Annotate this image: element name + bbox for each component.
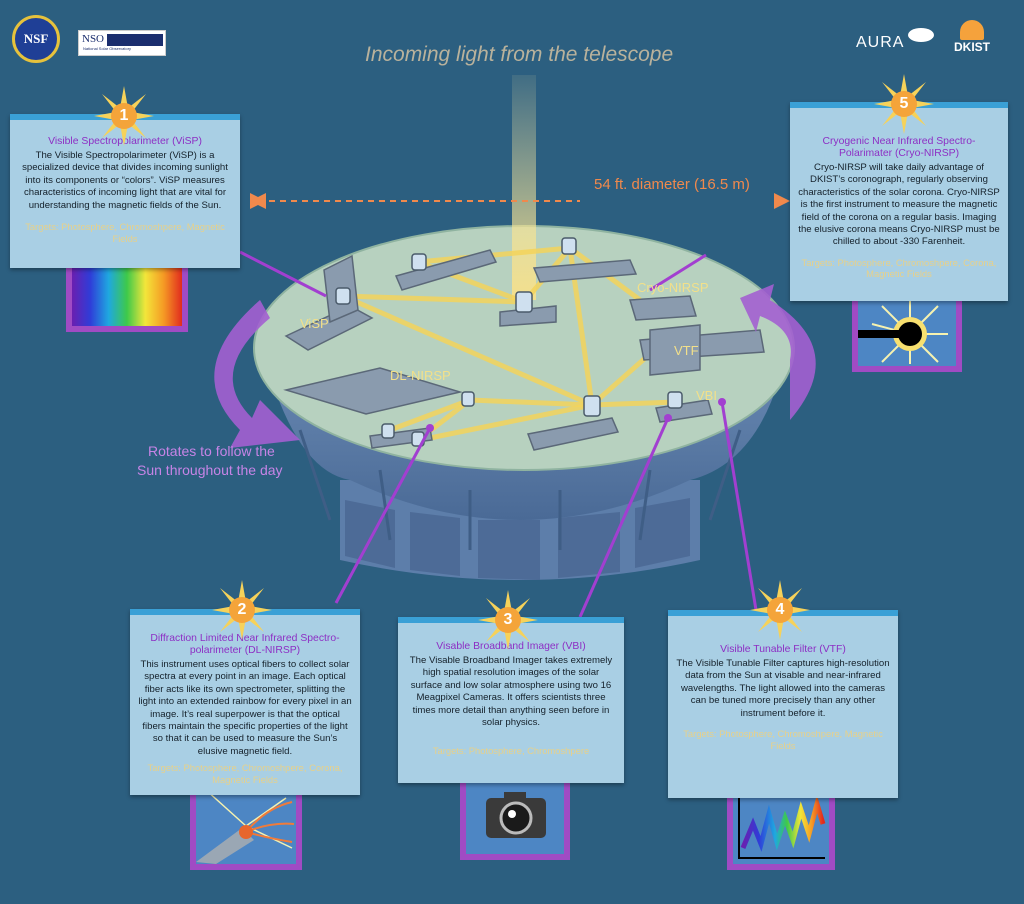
- card-body: This instrument uses optical fibers to c…: [138, 659, 352, 757]
- dkist-logo: DKIST: [954, 20, 990, 60]
- rotation-arrow-left: [214, 300, 300, 448]
- nsf-logo: NSF: [12, 15, 60, 63]
- diameter-label: 54 ft. diameter (16.5 m): [594, 176, 750, 193]
- badge-number: 2: [229, 597, 255, 623]
- card-targets: Targets: Photosphere, Chromoshpere, Magn…: [25, 221, 225, 244]
- station-label-vbi: VBI: [696, 388, 717, 403]
- optical-fiber-icon: [196, 789, 295, 864]
- number-badge-5: 5: [874, 74, 934, 134]
- nso-logo: NSO National Solar Observatory: [78, 30, 166, 56]
- station-label-dl-nirsp: DL-NIRSP: [390, 368, 451, 383]
- camera-icon-box: [460, 776, 570, 860]
- card-title: Visible Spectropolarimeter (ViSP): [48, 136, 202, 147]
- station-label-vtf: VTF: [674, 343, 699, 358]
- nsf-logo-text: NSF: [23, 31, 49, 46]
- station-label-cryo-nirsp: Cryo-NIRSP: [637, 280, 709, 295]
- optical-benches: [283, 249, 765, 451]
- card-targets: Targets: Photosphere, Chromoshpere: [432, 745, 590, 757]
- rotation-label-line2: Sun throughout the day: [137, 462, 283, 478]
- aura-logo-text: AURA: [856, 34, 905, 51]
- rotation-label-line1: Rotates to follow the: [148, 443, 275, 459]
- card-body: Cryo-NIRSP will take daily advantage of …: [798, 162, 1000, 248]
- incoming-light-beam: [512, 75, 536, 300]
- camera-icon: [486, 792, 546, 838]
- card-title: Visible Tunable Filter (VTF): [720, 644, 846, 655]
- card-title: Diffraction Limited Near Infrared Spectr…: [150, 633, 340, 656]
- number-badge-3: 3: [478, 590, 538, 650]
- rotation-arrow-right: [740, 284, 816, 420]
- leader-lines: [239, 250, 758, 618]
- card-body: The Visible Spectropolarimeter (ViSP) is…: [22, 150, 228, 211]
- badge-number: 4: [767, 597, 793, 623]
- card-title: Cryogenic Near Infrared Spectro-Polarima…: [822, 136, 976, 159]
- number-badge-2: 2: [212, 580, 272, 640]
- card-targets: Targets: Photosphere, Chromoshpere, Coro…: [147, 762, 343, 785]
- dkist-logo-text: DKIST: [954, 40, 990, 54]
- card-title: Visable Broadband Imager (VBI): [436, 641, 586, 652]
- instrument-card-vtf: Visible Tunable Filter (VTF) The Visible…: [668, 610, 898, 798]
- spectrum-graph-icon: [738, 794, 826, 859]
- instrument-card-dl-nirsp: Diffraction Limited Near Infrared Spectr…: [130, 609, 360, 795]
- card-targets: Targets: Photosphere, Chromoshpere, Magn…: [683, 728, 883, 751]
- optical-fiber-icon-box: [190, 782, 302, 870]
- number-badge-4: 4: [750, 580, 810, 640]
- incoming-light-label: Incoming light from the telescope: [365, 43, 674, 66]
- instrument-card-vbi: Visable Broadband Imager (VBI) The Visab…: [398, 617, 624, 783]
- badge-number: 1: [111, 103, 137, 129]
- spectrum-graph-icon-box: [727, 788, 835, 870]
- coronagraph-icon: [858, 296, 948, 364]
- card-body: The Visible Tunable Filter captures high…: [676, 658, 890, 719]
- instrument-card-cryo-nirsp: Cryogenic Near Infrared Spectro-Polarima…: [790, 102, 1008, 301]
- card-targets: Targets: Photosphere, Chromoshpere, Coro…: [801, 256, 997, 280]
- card-body: The Visable Broadband Imager takes extre…: [409, 655, 613, 729]
- badge-number: 5: [891, 91, 917, 117]
- spectrum-icon: [72, 262, 182, 326]
- nso-logo-text: NSO: [82, 33, 105, 45]
- nso-logo-subtitle: National Solar Observatory: [83, 46, 132, 51]
- aura-logo: AURA: [856, 28, 934, 52]
- station-label-visp: ViSP: [300, 316, 329, 331]
- number-badge-1: 1: [94, 86, 154, 146]
- spectrum-icon-box: [66, 256, 188, 332]
- badge-number: 3: [495, 607, 521, 633]
